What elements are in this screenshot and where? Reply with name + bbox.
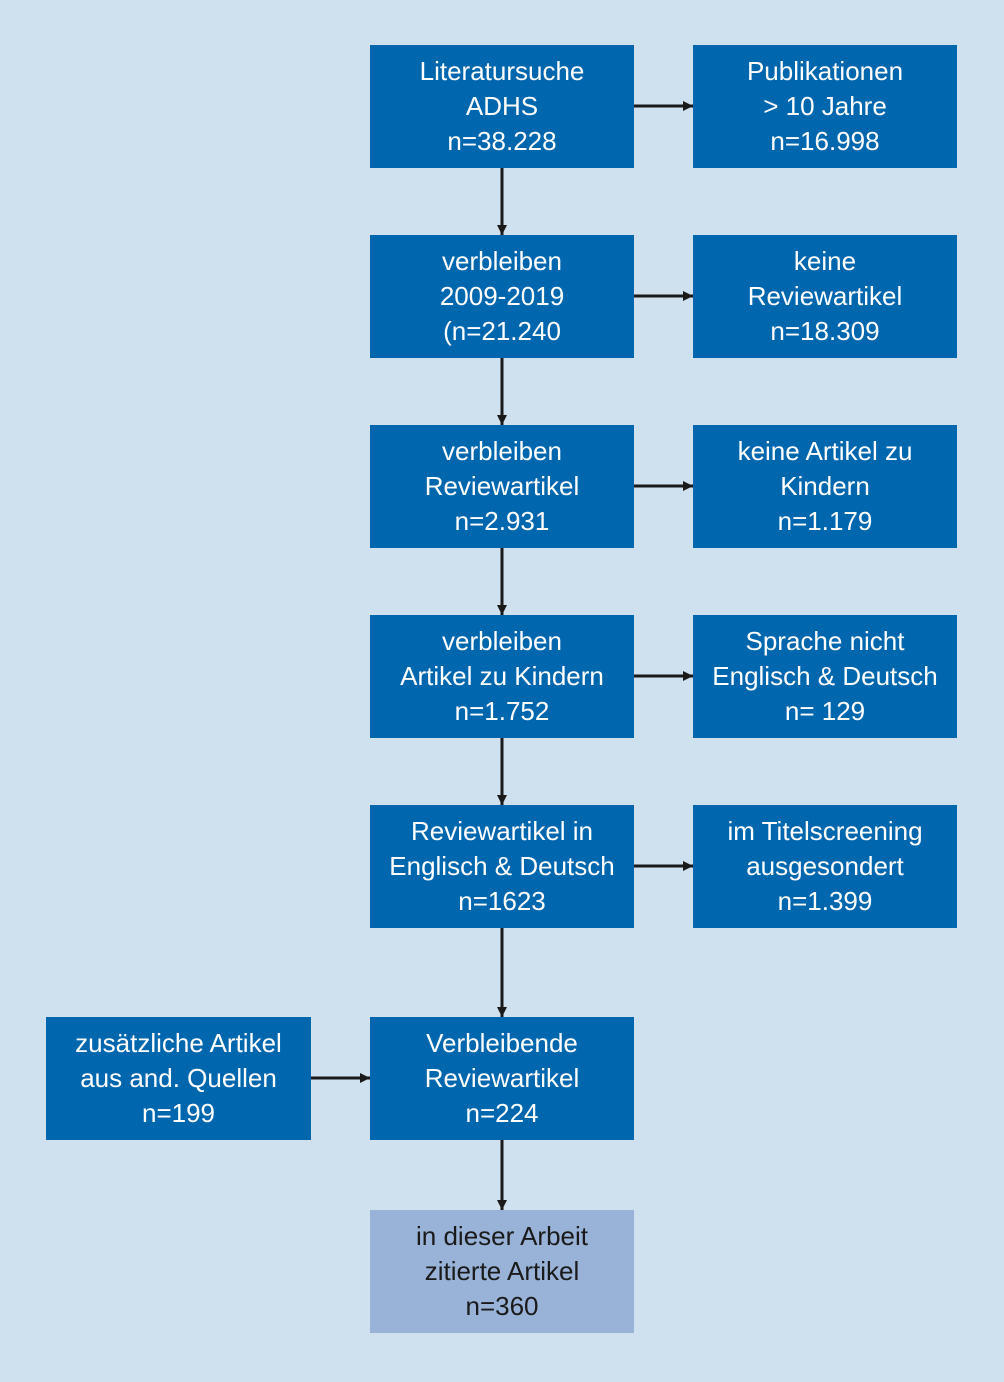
node-remaining-children: verbleiben Artikel zu Kindern n=1.752 [370,615,634,738]
node-literature-search-line-3: n=38.228 [447,126,557,156]
node-remaining-children-line-3: n=1.752 [454,696,550,726]
node-additional-sources-line-2: aus and. Quellen [80,1063,277,1093]
node-remaining-children-line-2: Artikel zu Kindern [400,661,604,691]
node-excluded-language: Sprache nicht Englisch & Deutsch n= 129 [693,615,957,738]
node-additional-sources-line-3: n=199 [141,1098,216,1128]
node-excluded-title-screening-line-3: n=1.399 [777,886,873,916]
node-literature-search: Literatursuche ADHS n=38.228 [370,45,634,168]
node-excluded-older-line-1: Publikationen [746,56,904,86]
node-literature-search-line-2: ADHS [465,91,539,121]
node-excluded-no-children-line-2: Kindern [780,471,870,501]
node-excluded-title-screening: im Titelscreening ausgesondert n=1.399 [693,805,957,928]
node-excluded-no-children: keine Artikel zu Kindern n=1.179 [693,425,957,548]
node-remaining-period-line-3: (n=21.240 [443,316,561,346]
node-remaining-review-line-1: verbleiben [442,436,562,466]
node-cited-articles-line-2: zitierte Artikel [424,1256,580,1286]
node-excluded-language-line-3: n= 129 [784,696,866,726]
node-remaining-reviews-line-1: Verbleibende [426,1028,578,1058]
node-additional-sources: zusätzliche Artikel aus and. Quellen n=1… [46,1017,311,1140]
node-remaining-reviews: Verbleibende Reviewartikel n=224 [370,1017,634,1140]
node-remaining-reviews-line-2: Reviewartikel [424,1063,580,1093]
node-literature-search-line-1: Literatursuche [419,56,585,86]
node-remaining-review-line-2: Reviewartikel [424,471,580,501]
node-excluded-no-children-line-3: n=1.179 [777,506,873,536]
node-remaining-review: verbleiben Reviewartikel n=2.931 [370,425,634,548]
node-remaining-language: Reviewartikel in Englisch & Deutsch n=16… [370,805,634,928]
node-remaining-period: verbleiben 2009-2019 (n=21.240 [370,235,634,358]
node-excluded-no-review-line-3: n=18.309 [770,316,880,346]
node-remaining-children-line-1: verbleiben [442,626,562,656]
node-remaining-review-line-3: n=2.931 [454,506,550,536]
node-excluded-older-publications: Publikationen > 10 Jahre n=16.998 [693,45,957,168]
node-cited-articles-line-1: in dieser Arbeit [416,1221,588,1251]
node-additional-sources-line-1: zusätzliche Artikel [75,1028,282,1058]
node-excluded-language-line-1: Sprache nicht [745,626,905,656]
node-excluded-older-line-3: n=16.998 [770,126,880,156]
node-excluded-no-review: keine Reviewartikel n=18.309 [693,235,957,358]
node-excluded-no-review-line-1: keine [793,246,857,276]
node-remaining-period-line-2: 2009-2019 [439,281,565,311]
node-cited-articles: in dieser Arbeit zitierte Artikel n=360 [370,1210,634,1333]
node-excluded-title-screening-line-2: ausgesondert [746,851,904,881]
node-excluded-older-line-2: > 10 Jahre [763,91,887,121]
node-remaining-language-line-3: n=1623 [458,886,546,916]
node-excluded-title-screening-line-1: im Titelscreening [727,816,923,846]
node-remaining-language-line-2: Englisch & Deutsch [389,851,615,881]
node-excluded-no-review-line-2: Reviewartikel [747,281,903,311]
node-excluded-language-line-2: Englisch & Deutsch [712,661,938,691]
node-excluded-no-children-line-1: keine Artikel zu [737,436,913,466]
node-remaining-period-line-1: verbleiben [442,246,562,276]
node-remaining-language-line-1: Reviewartikel in [410,816,594,846]
node-cited-articles-line-3: n=360 [465,1291,539,1321]
node-remaining-reviews-line-3: n=224 [465,1098,539,1128]
